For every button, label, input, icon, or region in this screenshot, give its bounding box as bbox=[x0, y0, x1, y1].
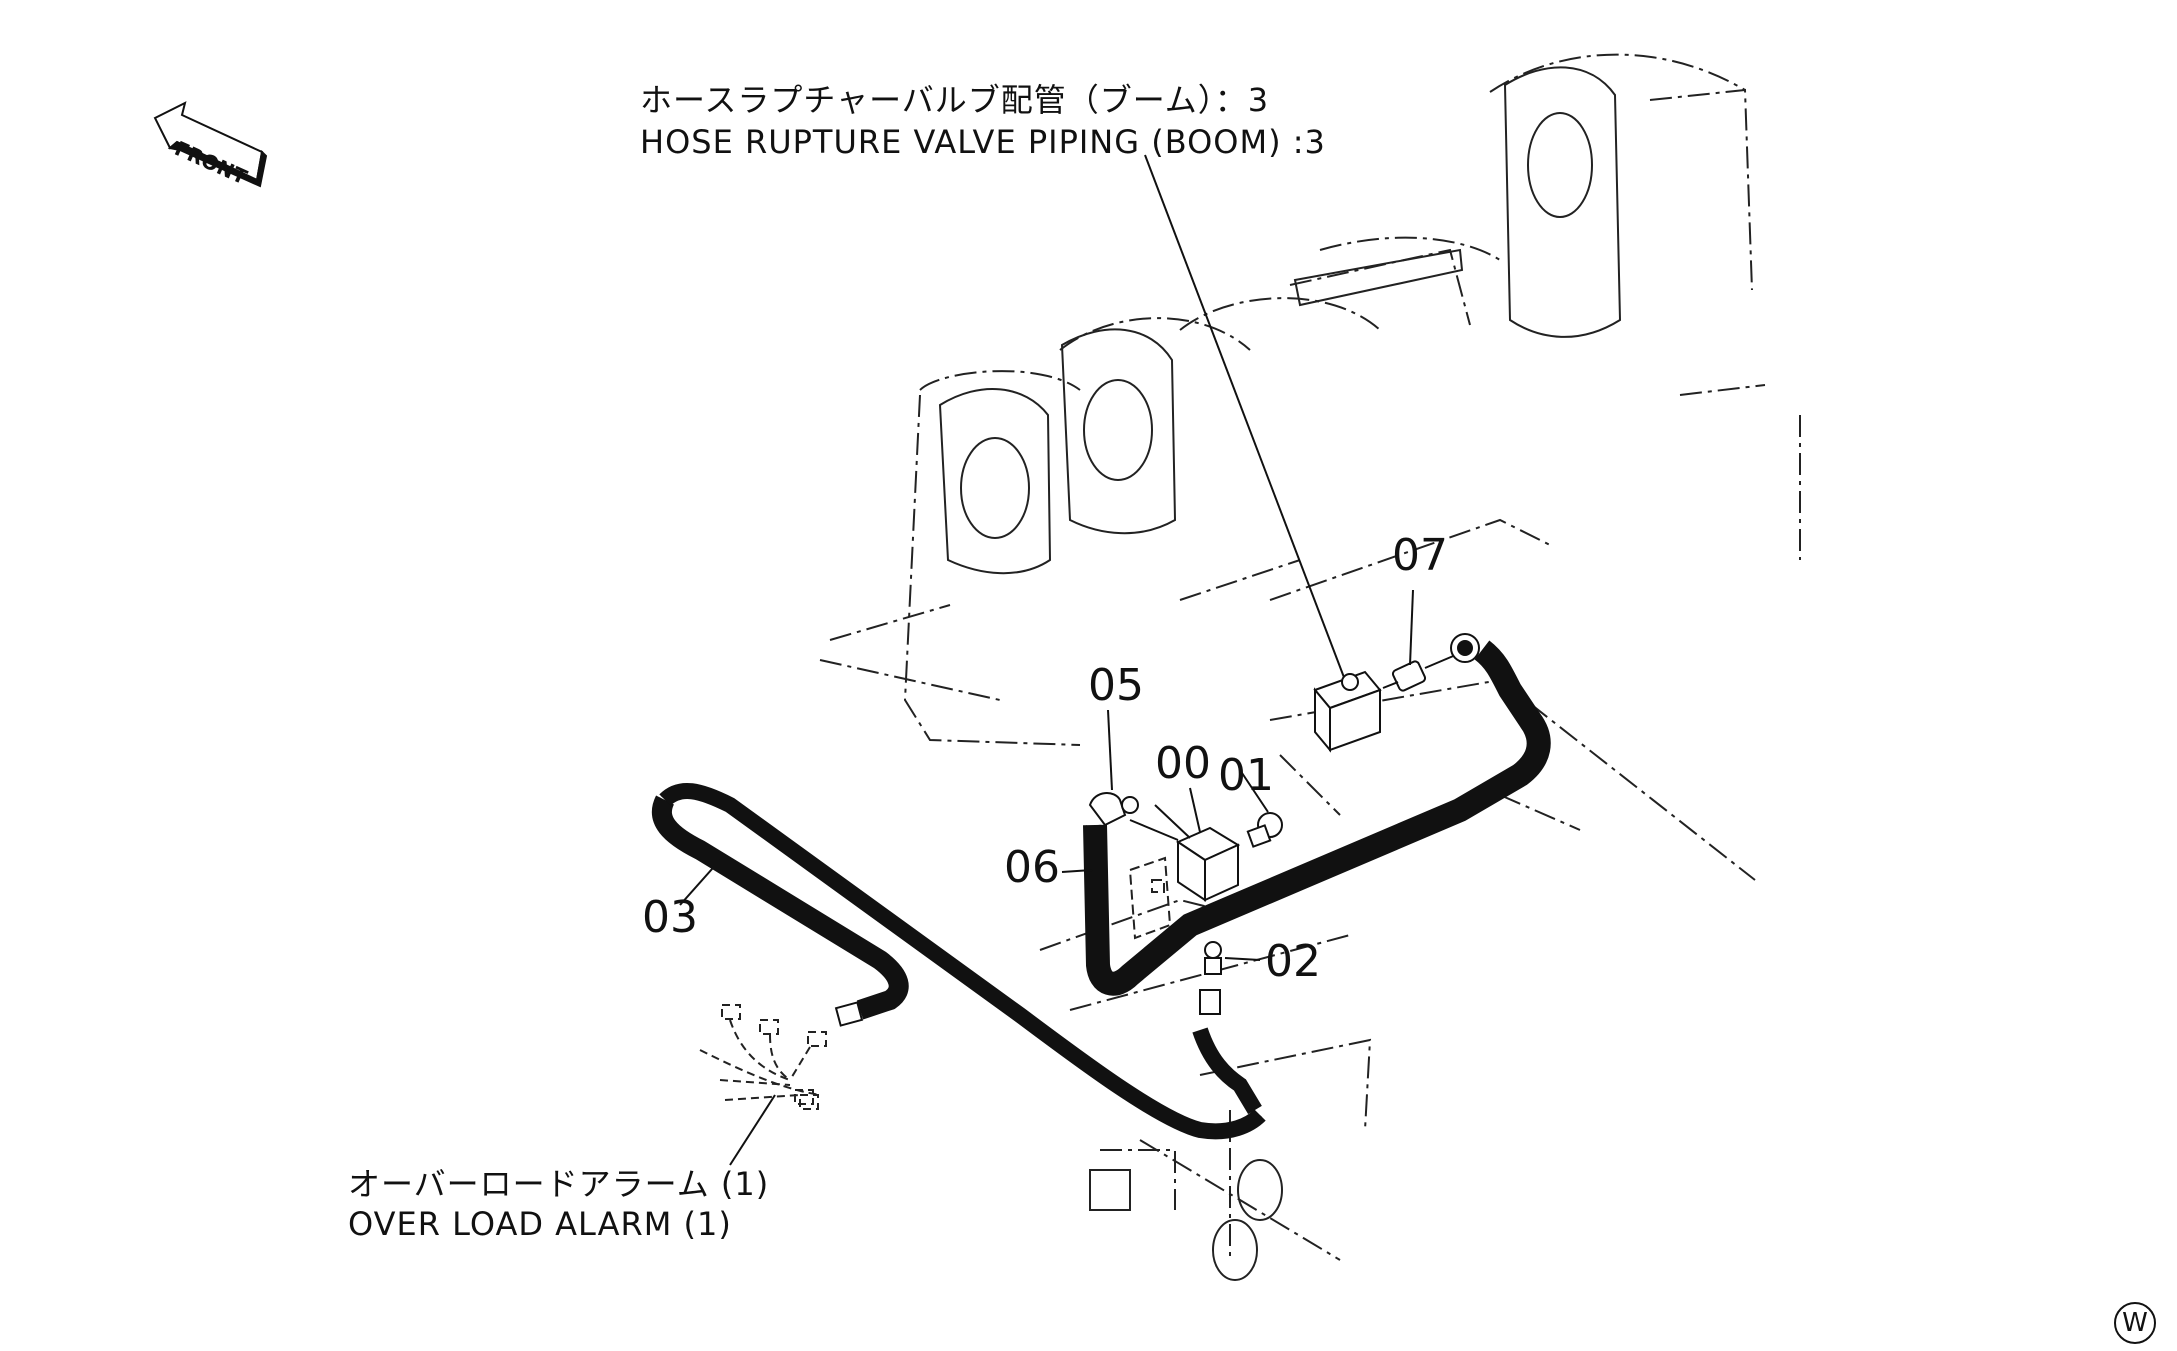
part-leaders bbox=[1189, 787, 1201, 833]
boom-frame bbox=[819, 53, 1801, 1261]
plug-01 bbox=[1239, 769, 1283, 848]
boom-outline bbox=[938, 66, 1622, 1281]
part-number-06: 06 bbox=[1004, 842, 1060, 893]
elbow-05 bbox=[1088, 709, 1139, 827]
part-number-07: 07 bbox=[1392, 530, 1448, 581]
part-number-01: 01 bbox=[1218, 750, 1274, 801]
hose-rupture-leader bbox=[1144, 154, 1346, 681]
over-load-jp-label: オーバーロードアラーム (1) bbox=[348, 1165, 770, 1203]
part-number-05: 05 bbox=[1088, 660, 1144, 711]
part-number-02: 02 bbox=[1265, 936, 1321, 987]
front-arrow-icon bbox=[153, 101, 268, 188]
over-load-leader bbox=[729, 1094, 776, 1166]
rupture-valve-block bbox=[1313, 670, 1382, 753]
over-load-en-label: OVER LOAD ALARM (1) bbox=[348, 1205, 732, 1243]
block-00 bbox=[1129, 804, 1241, 902]
corner-mark: W bbox=[2114, 1302, 2156, 1344]
harness-03 bbox=[651, 782, 1266, 1140]
fitting-07 bbox=[1382, 589, 1480, 692]
fitting-02 bbox=[1199, 941, 1261, 1015]
hose-assembly bbox=[1061, 640, 1551, 996]
bracket bbox=[1128, 856, 1172, 940]
harness-connector bbox=[834, 1001, 864, 1027]
hose-rupture-en-label: HOSE RUPTURE VALVE PIPING (BOOM) :3 bbox=[640, 123, 1326, 161]
part-number-00: 00 bbox=[1155, 738, 1211, 789]
part-number-03: 03 bbox=[642, 892, 698, 943]
over-load-alarm bbox=[699, 1004, 827, 1110]
hose-rupture-jp-label: ホースラプチャーバルブ配管（ブーム）：3 bbox=[640, 81, 1270, 119]
